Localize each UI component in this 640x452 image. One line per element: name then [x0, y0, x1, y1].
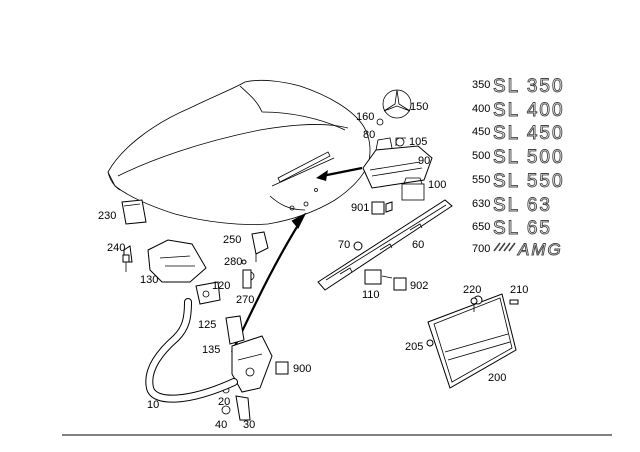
badge-text: SL 65 — [493, 218, 552, 239]
badge-number: 350 — [472, 79, 490, 91]
callout-205: 205 — [405, 341, 423, 353]
callout-902: 902 — [410, 280, 428, 292]
callout-30: 30 — [243, 419, 255, 431]
callout-40: 40 — [215, 419, 227, 431]
license-plate-bracket — [426, 293, 517, 389]
callout-60: 60 — [412, 239, 424, 251]
badge-number: 500 — [472, 150, 490, 162]
badge-number: 550 — [472, 174, 490, 186]
badge-number: 400 — [472, 103, 490, 115]
fasteners — [122, 201, 519, 312]
star-emblem — [376, 89, 412, 126]
callout-220: 220 — [463, 284, 481, 296]
trunk-lid — [107, 79, 371, 225]
callout-210: 210 — [510, 284, 528, 296]
badge-number: 450 — [472, 126, 490, 138]
callout-250: 250 — [223, 234, 241, 246]
callout-110: 110 — [362, 289, 380, 301]
badge-text: SL 500 — [493, 147, 565, 168]
badge-text: AMG — [517, 240, 563, 259]
callout-901: 901 — [351, 202, 369, 214]
callout-70: 70 — [338, 239, 350, 251]
badge-text: SL 550 — [493, 171, 565, 192]
callout-200: 200 — [488, 372, 506, 384]
callout-150: 150 — [410, 101, 428, 113]
callout-120: 120 — [212, 280, 230, 292]
callouts: 150 160 80 105 90 100 901 70 60 902 110 … — [98, 101, 528, 431]
badge-text: SL 450 — [493, 123, 565, 144]
callout-280: 280 — [224, 256, 242, 268]
callout-100: 100 — [428, 179, 446, 191]
callout-10: 10 — [147, 399, 159, 411]
callout-90: 90 — [418, 155, 430, 167]
model-badges: 350 SL 350 400 SL 400 450 SL 450 500 SL … — [472, 76, 565, 260]
badge-text: SL 350 — [493, 76, 565, 97]
license-lamp-bar — [317, 177, 453, 291]
callout-105: 105 — [409, 136, 427, 148]
callout-130: 130 — [140, 274, 158, 286]
callout-80: 80 — [363, 129, 375, 141]
handle-assembly — [362, 137, 433, 189]
badge-number: 650 — [472, 221, 490, 233]
arrows — [231, 166, 363, 353]
amg-stripes — [493, 242, 516, 252]
badge-text: SL 63 — [493, 195, 552, 216]
badge-number: 700 — [472, 243, 490, 255]
badge-text: SL 400 — [493, 100, 565, 121]
connector-symbols — [275, 201, 407, 375]
lock-assembly — [121, 199, 273, 421]
callout-270: 270 — [236, 294, 254, 306]
badge-number: 630 — [472, 198, 490, 210]
callout-240: 240 — [107, 242, 125, 254]
callout-125: 125 — [198, 319, 216, 331]
callout-135: 135 — [202, 344, 220, 356]
callout-160: 160 — [356, 111, 374, 123]
release-cable — [145, 298, 238, 403]
callout-900: 900 — [293, 363, 311, 375]
callout-20: 20 — [218, 396, 230, 408]
callout-230: 230 — [98, 210, 116, 222]
